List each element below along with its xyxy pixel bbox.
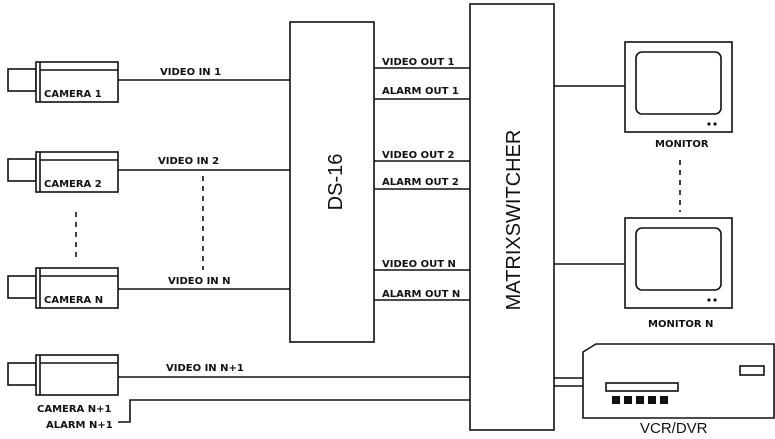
output-group-2: VIDEO OUT 2 ALARM OUT 2 (374, 150, 470, 190)
monitor-n-label: MONITOR N (648, 319, 713, 330)
alarm-out-n-label: ALARM OUT N (382, 289, 460, 300)
ds16-label: DS-16 (325, 154, 347, 211)
output-group-n: VIDEO OUT N ALARM OUT N (374, 259, 470, 301)
video-out-n-label: VIDEO OUT N (382, 259, 456, 270)
matrix-switcher-label: MATRIXSWITCHER (503, 130, 525, 311)
monitor-1-label: MONITOR (655, 139, 709, 150)
camera-n: CAMERA N (7, 267, 119, 309)
camera-n-label: CAMERA N (44, 295, 103, 306)
camera-n-plus-1 (7, 354, 119, 396)
matrix-switcher-box (469, 3, 555, 431)
camera-2-label: CAMERA 2 (44, 179, 102, 190)
camera-1: CAMERA 1 (7, 61, 119, 103)
camera-1-label: CAMERA 1 (44, 89, 102, 100)
alarm-out-2-label: ALARM OUT 2 (382, 177, 459, 188)
monitor-n (624, 217, 733, 309)
video-in-n-plus-1-label: VIDEO IN N+1 (166, 363, 244, 374)
output-group-1: VIDEO OUT 1 ALARM OUT 1 (374, 57, 470, 100)
vcr-dvr (582, 343, 775, 419)
monitor-1 (624, 41, 733, 133)
ds16-box (289, 21, 375, 343)
camera-n-plus-1-label: CAMERA N+1 (37, 404, 112, 415)
video-out-1-label: VIDEO OUT 1 (382, 57, 454, 68)
vcr-dvr-label: VCR/DVR (640, 420, 708, 437)
camera-2: CAMERA 2 (7, 151, 119, 193)
alarm-n-plus-1-label: ALARM N+1 (46, 420, 113, 431)
video-in-2-label: VIDEO IN 2 (158, 156, 219, 167)
video-in-1-label: VIDEO IN 1 (160, 67, 221, 78)
video-out-2-label: VIDEO OUT 2 (382, 150, 454, 161)
video-in-n-label: VIDEO IN N (168, 276, 231, 287)
alarm-out-1-label: ALARM OUT 1 (382, 86, 459, 97)
alarm-n-plus-1-line (118, 399, 470, 423)
